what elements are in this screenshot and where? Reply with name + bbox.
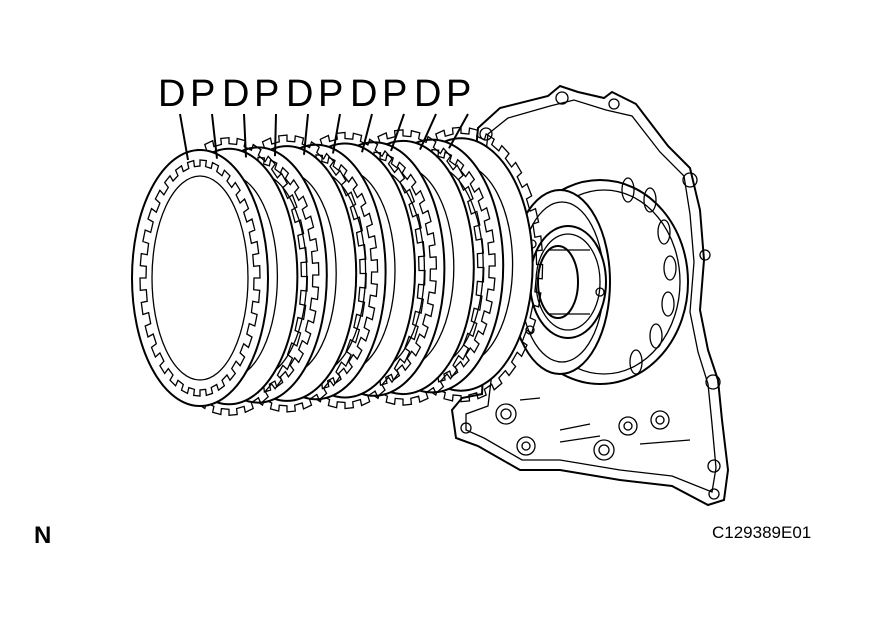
leader-lines bbox=[179, 113, 469, 161]
friction-disc-1 bbox=[131, 149, 269, 407]
leader-line-8 bbox=[390, 113, 405, 152]
plate-label-7: D bbox=[350, 73, 377, 115]
leader-line-9 bbox=[419, 113, 437, 151]
plate-label-10: P bbox=[446, 73, 471, 115]
leader-line-3 bbox=[243, 113, 247, 158]
clutch-plates bbox=[131, 126, 544, 417]
plate-label-9: D bbox=[414, 73, 441, 115]
plate-label-3: D bbox=[222, 73, 249, 115]
leader-line-6 bbox=[332, 113, 341, 154]
figure-code: C129389E01 bbox=[712, 523, 811, 542]
leader-line-2 bbox=[211, 113, 218, 159]
plate-label-5: D bbox=[286, 73, 313, 115]
plate-label-2: P bbox=[190, 73, 215, 115]
leader-line-10 bbox=[448, 113, 469, 149]
plate-label-8: P bbox=[382, 73, 407, 115]
plate-label-6: P bbox=[318, 73, 343, 115]
plate-label-4: P bbox=[254, 73, 279, 115]
leader-line-1 bbox=[179, 113, 189, 161]
plate-label-1: D bbox=[158, 73, 185, 115]
plate-labels: D P D P D P D P D P bbox=[158, 73, 471, 115]
leader-line-5 bbox=[303, 113, 309, 155]
orientation-mark: N bbox=[34, 522, 51, 549]
leader-line-4 bbox=[274, 113, 277, 157]
leader-line-7 bbox=[361, 113, 373, 153]
